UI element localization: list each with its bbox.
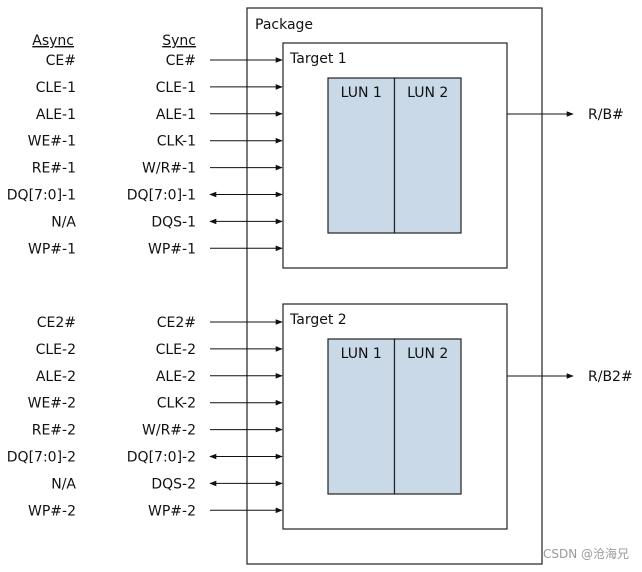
sync-header: Sync — [162, 33, 196, 49]
watermark: CSDN @沧海兄 — [543, 546, 629, 561]
lun-label: LUN 2 — [407, 346, 448, 362]
async-signal-label: WE#-2 — [28, 396, 76, 412]
async-signal-label: CE# — [46, 53, 76, 69]
lun-block — [393, 77, 462, 234]
async-signal-label: CLE-1 — [36, 80, 76, 96]
lun-block — [393, 338, 462, 495]
async-signal-label: ALE-1 — [36, 107, 76, 123]
sync-signal-label: WP#-1 — [148, 241, 196, 257]
async-signal-label: WP#-1 — [28, 241, 76, 257]
sync-signal-label: CLE-1 — [156, 80, 196, 96]
target-label: Target 1 — [289, 51, 347, 67]
sync-signal-label: W/R#-2 — [142, 423, 196, 439]
async-signal-label: N/A — [51, 214, 76, 230]
async-signal-label: CE2# — [37, 315, 76, 331]
sync-signal-label: CLK-1 — [157, 134, 196, 150]
lun-label: LUN 2 — [407, 85, 448, 101]
sync-signal-label: W/R#-1 — [142, 161, 196, 177]
sync-signal-label: CE2# — [157, 315, 196, 331]
target-label: Target 2 — [289, 312, 347, 328]
sync-signal-label: WP#-2 — [148, 503, 196, 519]
async-signal-label: RE#-2 — [32, 423, 76, 439]
sync-signal-label: CLE-2 — [156, 342, 196, 358]
lun-label: LUN 1 — [341, 346, 382, 362]
sync-signal-label: ALE-1 — [156, 107, 196, 123]
sync-signal-label: DQS-1 — [151, 214, 196, 230]
target-2: Target 2 LUN 1 LUN 2 R/B2# CE2# CE2# CLE-2 CLE-… — [7, 303, 633, 530]
sync-signal-label: CE# — [166, 53, 196, 69]
lun-block — [327, 338, 396, 495]
package-label: Package — [255, 17, 313, 33]
async-signal-label: CLE-2 — [36, 342, 76, 358]
sync-signal-label: CLK-2 — [157, 396, 196, 412]
target-1: Target 1 LUN 1 LUN 2 R/B# CE# CE# CLE-1 CLE-1AL… — [7, 42, 624, 269]
sync-signal-label: ALE-2 — [156, 369, 196, 385]
async-signal-label: DQ[7:0]-2 — [7, 450, 76, 466]
async-signal-label: DQ[7:0]-1 — [7, 188, 76, 204]
sync-signal-label: DQ[7:0]-2 — [127, 450, 196, 466]
sync-signal-label: DQS-2 — [151, 476, 196, 492]
async-header: Async — [32, 33, 74, 49]
async-signal-label: WE#-1 — [28, 134, 76, 150]
async-signal-label: N/A — [51, 476, 76, 492]
ready-busy-label: R/B# — [588, 107, 624, 123]
ready-busy-label: R/B2# — [588, 369, 633, 385]
async-signal-label: ALE-2 — [36, 369, 76, 385]
sync-signal-label: DQ[7:0]-1 — [127, 188, 196, 204]
lun-label: LUN 1 — [341, 85, 382, 101]
async-signal-label: WP#-2 — [28, 503, 76, 519]
async-signal-label: RE#-1 — [32, 161, 76, 177]
lun-block — [327, 77, 396, 234]
